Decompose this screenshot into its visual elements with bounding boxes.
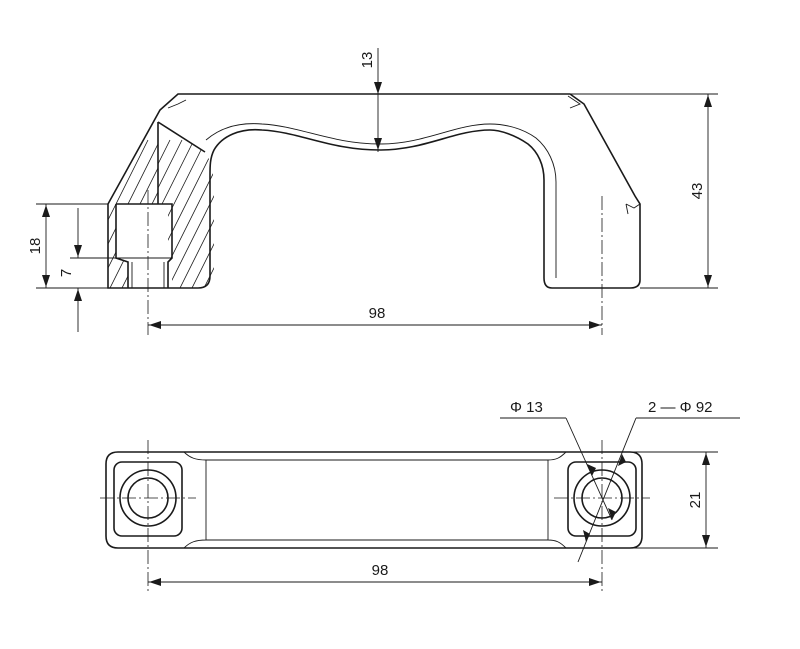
dim-label-18: 18 [27,238,44,255]
dimension-21: 21 [630,451,718,549]
grip-section [183,451,567,549]
dim-label-2-diameter-92: 2 — Φ 92 [648,399,713,416]
top-edge-detail [167,95,581,109]
dimension-43: 43 [570,93,718,289]
threaded-bore [115,203,173,288]
dim-label-diameter-13: Φ 13 [510,399,543,416]
dimension-13: 13 [359,48,382,152]
right-foot-detail [625,203,641,215]
dimension-7: 7 [58,208,128,332]
dim-label-98-top: 98 [372,562,389,579]
dim-label-21: 21 [687,492,704,509]
dimension-18: 18 [27,203,108,289]
dim-label-43: 43 [689,183,706,200]
dim-label-13: 13 [359,52,376,69]
top-view-outline [105,451,643,549]
handle-outer-outline [107,93,641,289]
leader-diameter-13: Φ 13 [500,399,616,521]
dimension-98-top: 98 [148,562,602,586]
top-view: Φ 13 2 — Φ 92 21 98 [100,399,740,592]
dim-label-98-front: 98 [369,305,386,322]
section-cut-outline [157,121,206,204]
handle-inner-profile [205,123,557,278]
front-view: 13 43 18 7 [27,48,718,335]
leader-2-diameter-92: 2 — Φ 92 [577,399,740,563]
section-hatching-left [108,139,158,288]
dim-label-7: 7 [58,269,75,277]
dimension-98-front: 98 [148,305,602,329]
